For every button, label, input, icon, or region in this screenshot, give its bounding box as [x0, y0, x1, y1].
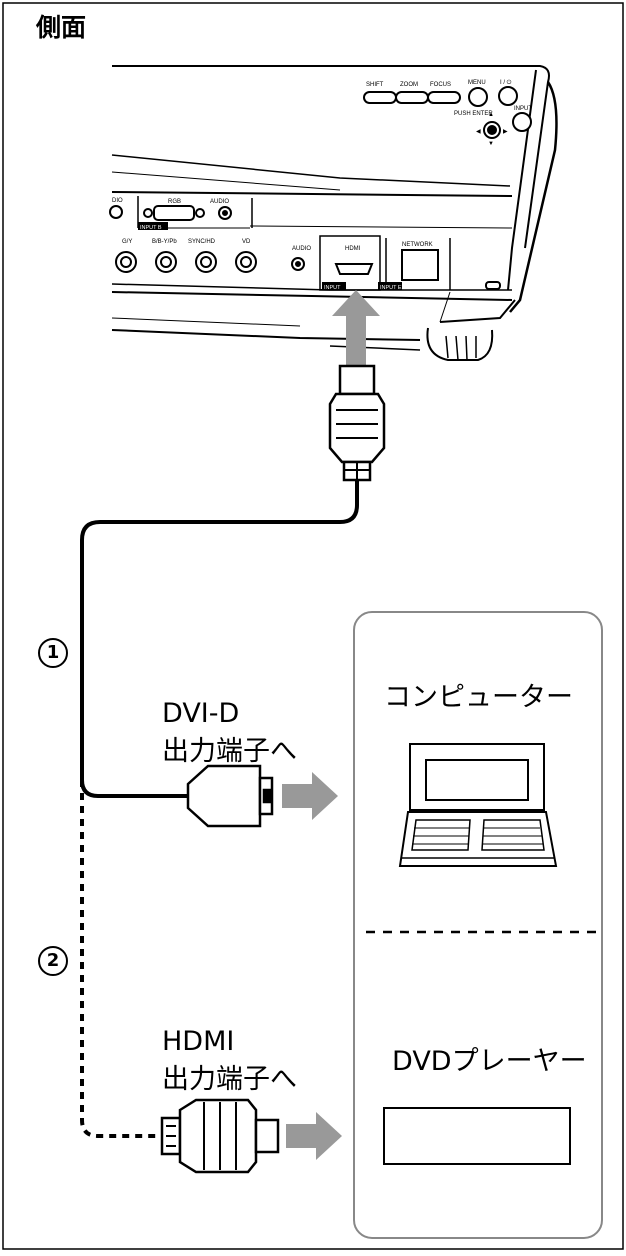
svg-text:▲: ▲	[488, 112, 494, 118]
connection-2-number: 2	[38, 946, 68, 976]
connection-1-label-line1: DVI-D	[162, 698, 240, 729]
svg-text:▶: ▶	[503, 129, 508, 135]
menu-label: MENU	[468, 80, 486, 86]
jack-label-vd: VD	[242, 239, 251, 245]
hdmi-plug-bottom	[160, 1098, 280, 1174]
network-label: NETWORK	[402, 242, 433, 248]
rgb-label: RGB	[168, 199, 181, 205]
hdmi-label: HDMI	[345, 246, 361, 252]
connection-1-label-line2: 出力端子へ	[162, 736, 297, 767]
cable-dvi	[80, 480, 359, 798]
power-button	[498, 86, 518, 106]
cable-hdmi	[80, 780, 162, 1138]
svg-text:◀: ◀	[476, 129, 481, 135]
push-enter-label: PUSH ENTER	[454, 111, 493, 117]
computer-icon	[398, 743, 558, 867]
input-button-label: INPUT	[514, 106, 532, 112]
projector-controls	[363, 86, 532, 139]
jack-label-bby: B/B-Y/Pb	[152, 239, 177, 245]
jack-label-gy: G/Y	[122, 239, 132, 245]
zoom-button	[395, 91, 429, 104]
projector-control-labels: SHIFT ZOOM FOCUS MENU I / ⏻ PUSH ENTER I…	[366, 79, 532, 147]
jacks	[109, 205, 501, 290]
input-e-label: INPUT E	[380, 285, 402, 291]
input-tags: INPUT B INPUT INPUT E	[138, 222, 402, 291]
page-heading: 側面	[36, 13, 87, 42]
shift-button	[363, 91, 397, 104]
svg-text:▼: ▼	[488, 141, 494, 147]
jack-labels: DIO RGB AUDIO G/Y B/B-Y/Pb SYNC/HD VD AU…	[112, 198, 433, 252]
connection-1-number: 1	[38, 638, 68, 668]
jack-label-audio: AUDIO	[292, 246, 311, 252]
input-button	[512, 112, 532, 132]
power-label: I / ⏻	[500, 79, 512, 86]
zoom-label: ZOOM	[400, 82, 418, 88]
hdmi-insert-arrow	[332, 290, 380, 366]
dvd-player-icon	[383, 1107, 571, 1165]
menu-button	[468, 87, 488, 107]
dvi-arrow	[282, 772, 338, 820]
focus-button	[427, 91, 461, 104]
shift-label: SHIFT	[366, 82, 384, 88]
device-box	[353, 611, 603, 1239]
connection-2-label-line1: HDMI	[162, 1026, 235, 1057]
projector-illustration	[111, 65, 558, 361]
audio-label: AUDIO	[210, 199, 229, 205]
computer-label: コンピューター	[384, 682, 573, 713]
dvd-player-label: DVDプレーヤー	[392, 1046, 587, 1077]
connection-2-label-line2: 出力端子へ	[162, 1064, 297, 1095]
dvi-plug	[186, 764, 274, 828]
input-c-label: INPUT	[324, 285, 341, 291]
input-b-label: INPUT B	[140, 225, 162, 231]
hdmi-plug-top	[328, 364, 386, 482]
audio-partial-label: DIO	[112, 198, 123, 204]
hdmi-arrow	[286, 1112, 342, 1160]
jack-label-sync: SYNC/HD	[188, 239, 216, 245]
focus-label: FOCUS	[430, 82, 451, 88]
